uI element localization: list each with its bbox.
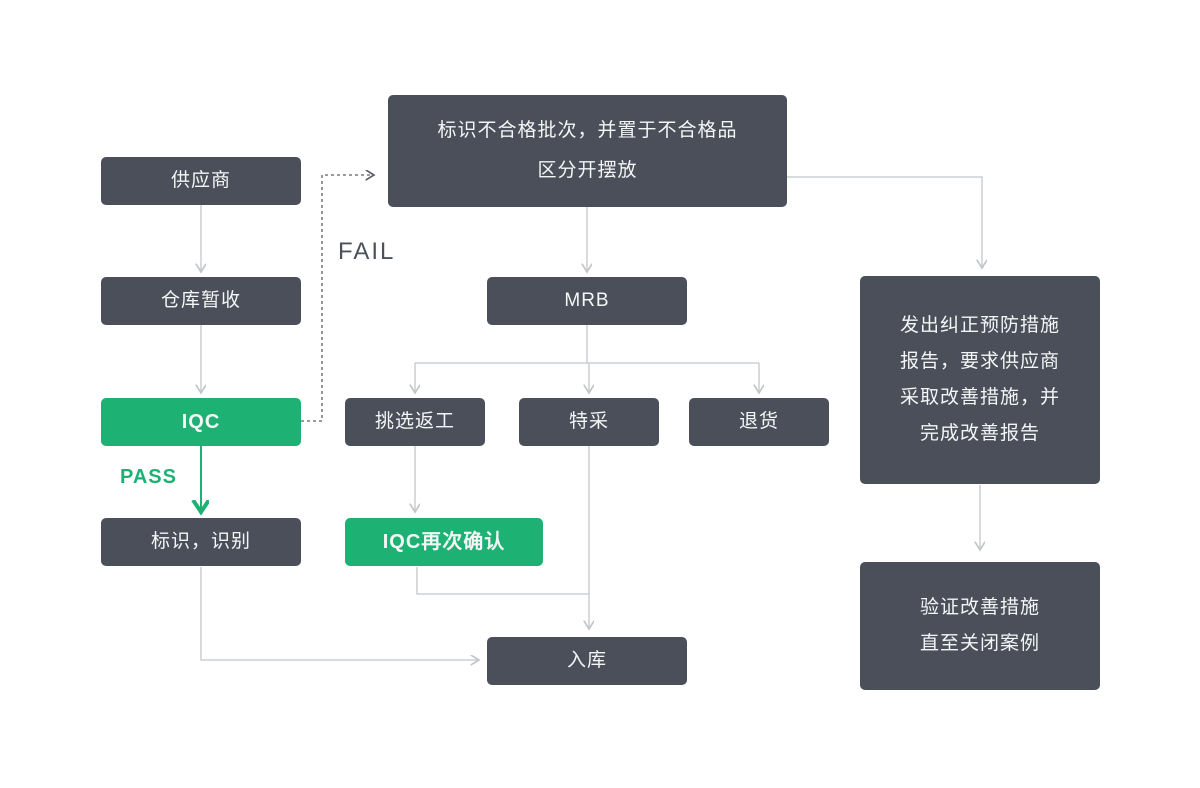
node-capa: 发出纠正预防措施 报告，要求供应商 采取改善措施，并 完成改善报告 bbox=[860, 276, 1100, 484]
edge-recheck-join bbox=[416, 567, 589, 595]
node-storage-label: 入库 bbox=[566, 650, 607, 671]
node-return-goods: 退货 bbox=[689, 398, 829, 446]
edge-iqc-fail bbox=[301, 175, 374, 422]
node-special-acceptance-label: 特采 bbox=[568, 411, 609, 432]
node-mrb-label: MRB bbox=[564, 290, 610, 311]
node-warehouse-receipt: 仓库暂收 bbox=[101, 277, 301, 325]
node-label-identify: 标识，识别 bbox=[101, 518, 301, 566]
node-verify-close: 验证改善措施 直至关闭案例 bbox=[860, 562, 1100, 690]
node-iqc: IQC bbox=[101, 398, 301, 446]
node-capa-label: 发出纠正预防措施 报告，要求供应商 采取改善措施，并 完成改善报告 bbox=[899, 315, 1060, 444]
node-verify-close-label: 验证改善措施 直至关闭案例 bbox=[919, 597, 1040, 654]
node-iqc-recheck: IQC再次确认 bbox=[345, 518, 543, 566]
node-iqc-recheck-label: IQC再次确认 bbox=[382, 531, 506, 553]
node-storage: 入库 bbox=[487, 637, 687, 685]
edge-nonconforming-capa bbox=[787, 176, 982, 268]
node-nonconforming-label: 标识不合格批次，并置于不合格品 区分开摆放 bbox=[437, 120, 738, 181]
node-special-acceptance: 特采 bbox=[519, 398, 659, 446]
node-supplier: 供应商 bbox=[101, 157, 301, 205]
edge-identify-storage bbox=[200, 567, 479, 660]
node-label-identify-label: 标识，识别 bbox=[150, 531, 251, 552]
node-return-goods-label: 退货 bbox=[738, 411, 779, 432]
node-nonconforming: 标识不合格批次，并置于不合格品 区分开摆放 bbox=[388, 95, 787, 207]
node-warehouse-receipt-label: 仓库暂收 bbox=[160, 290, 241, 311]
node-supplier-label: 供应商 bbox=[170, 170, 231, 191]
node-sort-rework: 挑选返工 bbox=[345, 398, 485, 446]
pass-label: PASS bbox=[120, 466, 177, 488]
node-iqc-label: IQC bbox=[181, 411, 221, 433]
node-mrb: MRB bbox=[487, 277, 687, 325]
node-sort-rework-label: 挑选返工 bbox=[374, 411, 455, 432]
fail-label: FAIL bbox=[338, 238, 396, 265]
